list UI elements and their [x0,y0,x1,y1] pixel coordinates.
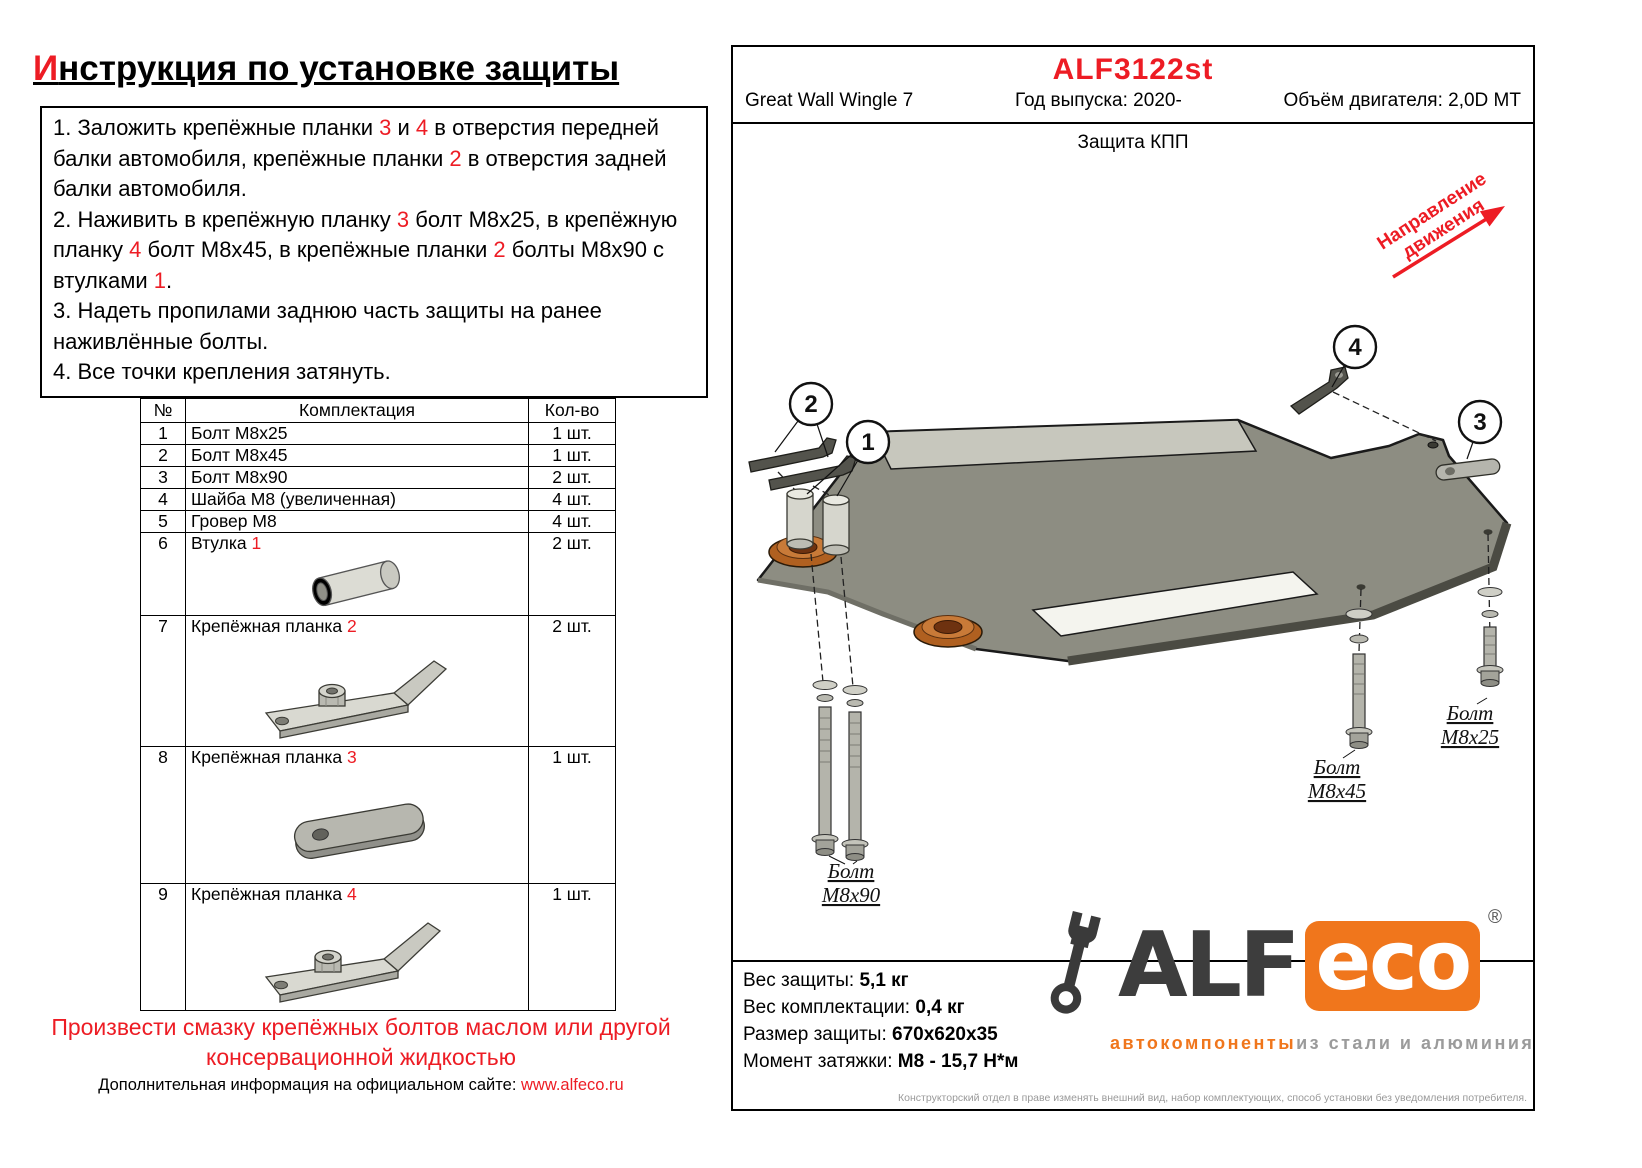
disclaimer-text: Конструкторский отдел в праве изменять в… [898,1092,1527,1104]
car-model: Great Wall Wingle 7 [745,90,914,111]
bushing-illustration [191,556,523,615]
vehicle-info-row: Great Wall Wingle 7 Год выпуска: 2020- О… [733,87,1533,124]
alfeco-logo: ALF eco ® автокомпоненты из стали и алюм… [1038,907,1535,1054]
model-year: Год выпуска: 2020- [1014,90,1182,111]
callout-1: 1 [806,419,891,497]
svg-text:М8х25: М8х25 [1440,725,1499,749]
table-row: 3 Болт М8х90 2 шт. [140,466,616,489]
site-url-link[interactable]: www.alfeco.ru [521,1076,624,1094]
table-row: 7 Крепёжная планка 2 2 шт. [140,615,616,747]
installation-drawing: 2 1 4 3 Болт М8х90 Болт М8х45 [748,168,1512,907]
callout-2-number: 2 [804,391,817,418]
wrench-icon [1050,910,1101,1014]
site-info-text: Дополнительная информация на официальном… [98,1076,521,1094]
svg-text:Болт: Болт [1446,701,1494,725]
instruction-3: 3. Надеть пропилами заднюю часть защиты … [53,298,602,354]
callout-1-number: 1 [861,429,874,456]
bolt-m8x45 [1345,608,1373,749]
spec-weight: Вес защиты: 5,1 кг [743,970,909,991]
mount-rear [913,615,983,648]
registered-trademark-icon: ® [1488,907,1503,928]
skid-plate [756,418,1512,666]
parts-table: № Комплектация Кол-во 1 Болт М8х25 1 шт.… [140,398,616,1011]
specs-block: Вес защиты: 5,1 кг Вес комплектации: 0,4… [743,967,1018,1075]
bolt-m8x90-2 [841,685,869,861]
drawing-title: Защита КПП [1077,132,1189,153]
header-num: № [140,398,186,423]
direction-arrow: Направление движения [1374,168,1505,279]
instruction-1: 1. Заложить крепёжные планки 3 и 4 в отв… [53,115,667,201]
bracket-2-illustration [191,639,523,746]
instruction-2: 2. Наживить в крепёжную планку 3 болт М8… [53,206,678,293]
spec-kit-weight: Вес комплектации: 0,4 кг [743,997,965,1018]
table-row: 4 Шайба М8 (увеличенная) 4 шт. [140,488,616,511]
page-title: Инструкция по установке защиты [33,49,619,89]
callout-2: 2 [774,381,834,458]
svg-text:Болт: Болт [1313,755,1361,779]
table-row: 6 Втулка 1 2 шт. [140,532,616,616]
title-rest: нструкция по установке защиты [58,49,620,89]
table-row: 8 Крепёжная планка 3 1 шт. [140,746,616,884]
bracket-planka3 [1435,458,1501,481]
svg-text:Болт: Болт [827,859,875,883]
logo-alf-text: ALF [1118,913,1300,1018]
bolt-label-m8x25: Болт М8х25 [1440,697,1499,749]
instruction-4: 4. Все точки крепления затянуть. [53,359,391,384]
site-info: Дополнительная информация на официальном… [40,1076,682,1095]
callout-3: 3 [1457,399,1503,460]
header-qty: Кол-во [528,398,616,423]
bolt-label-m8x90: Болт М8х90 [821,855,881,907]
logo-eco-box: eco [1305,921,1481,1011]
header-name: Комплектация [185,398,529,423]
bracket-4-illustration [191,907,523,1010]
spec-size: Размер защиты: 670х620х35 [743,1024,998,1045]
callout-4: 4 [1331,324,1378,388]
part-number: ALF3122st [1052,53,1214,86]
callout-3-number: 3 [1473,409,1486,436]
table-row: 1 Болт М8х25 1 шт. [140,422,616,445]
table-row: 2 Болт М8х45 1 шт. [140,444,616,467]
svg-text:М8х90: М8х90 [821,883,881,907]
spec-torque: Момент затяжки: М8 - 15,7 Н*м [743,1051,1019,1072]
bolt-label-m8x45: Болт М8х45 [1307,749,1366,803]
table-row: 9 Крепёжная планка 4 1 шт. [140,883,616,1011]
bracket-3-illustration [191,770,523,881]
callout-4-number: 4 [1348,334,1362,361]
lubrication-warning: Произвести смазку крепёжных болтов масло… [51,1014,671,1070]
engine-info: Объём двигателя: 2,0D МТ [1283,90,1521,111]
plate-slot [1031,571,1319,637]
spacer-bushings [786,488,850,556]
instruction-box: 1. Заложить крепёжные планки 3 и 4 в отв… [40,106,708,398]
bolt-m8x90-1 [811,680,839,856]
product-panel: ALF3122st Great Wall Wingle 7 Год выпуск… [731,45,1535,1111]
table-header-row: № Комплектация Кол-во [140,398,616,423]
svg-text:М8х45: М8х45 [1307,779,1366,803]
table-row: 5 Гровер М8 4 шт. [140,510,616,533]
specs-divider [733,960,1533,962]
title-first-letter: И [33,49,59,89]
logo-tagline: автокомпоненты из стали и алюминия [1110,1033,1535,1053]
bolt-m8x25 [1476,587,1504,687]
